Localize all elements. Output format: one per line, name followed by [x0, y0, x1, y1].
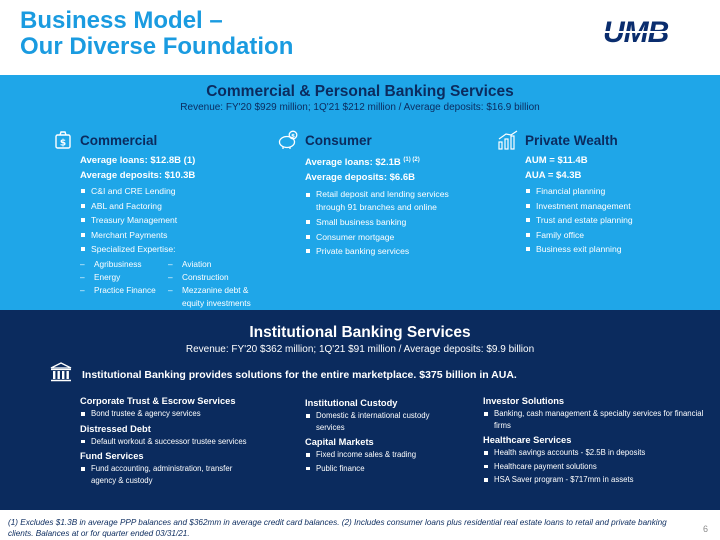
- consumer-avg-loans: Average loans: $2.1B (1) (2): [305, 153, 477, 170]
- page-title-line2: Our Diverse Foundation: [20, 33, 294, 60]
- institutional-custody-heading: Institutional Custody: [305, 398, 398, 408]
- list-item: Domestic & international custody service…: [305, 410, 435, 433]
- list-item: Investment management: [525, 199, 697, 214]
- fund-services-heading: Fund Services: [80, 451, 144, 461]
- institutional-tagline-row: Institutional Banking provides solutions…: [50, 362, 517, 387]
- list-item: Banking, cash management & specialty ser…: [483, 408, 708, 431]
- commercial-avg-loans: Average loans: $12.8B (1): [80, 155, 196, 166]
- commercial-personal-title: Commercial & Personal Banking Services: [206, 83, 514, 100]
- distressed-debt-heading: Distressed Debt: [80, 423, 151, 434]
- list-item: Treasury Management: [80, 213, 272, 228]
- svg-text:$: $: [291, 133, 295, 139]
- page-number: 6: [702, 524, 708, 534]
- money-bag-icon: $: [52, 129, 74, 151]
- consumer-avg-deposits: Average deposits: $6.6B: [305, 172, 415, 184]
- capital-markets-heading: Capital Markets: [305, 437, 374, 447]
- institutional-column-3: Investor Solutions Banking, cash managem…: [483, 394, 708, 488]
- list-item: Private banking services: [305, 244, 475, 259]
- expertise-item: Practice Finance: [80, 284, 168, 297]
- logo-stripe: [603, 31, 703, 33]
- list-item: HSA Saver program - $717mm in assets: [483, 474, 708, 486]
- list-item: Public finance: [305, 463, 465, 475]
- healthcare-services-heading: Healthcare Services: [483, 435, 572, 445]
- consumer-column: $ Consumer Average loans: $2.1B (1) (2) …: [277, 129, 477, 259]
- list-item: Bond trustee & agency services: [80, 408, 270, 420]
- list-item: Fixed income sales & trading: [305, 449, 465, 461]
- commercial-personal-section: Commercial & Personal Banking Services R…: [0, 75, 720, 310]
- list-item: Health savings accounts - $2.5B in depos…: [483, 447, 708, 459]
- list-item: Family office: [525, 228, 697, 243]
- list-item: Business exit planning: [525, 242, 697, 257]
- list-item: ABL and Factoring: [80, 199, 272, 214]
- commercial-column: $ Commercial Average loans: $12.8B (1) A…: [52, 131, 272, 310]
- institutional-column-1: Corporate Trust & Escrow Services Bond t…: [80, 394, 270, 488]
- expertise-item: Energy: [80, 271, 168, 284]
- private-wealth-title: Private Wealth: [525, 132, 618, 148]
- list-item: Trust and estate planning: [525, 213, 697, 228]
- commercial-avg-deposits: Average deposits: $10.3B: [80, 170, 196, 181]
- corporate-trust-heading: Corporate Trust & Escrow Services: [80, 396, 236, 406]
- piggy-bank-icon: $: [277, 129, 299, 151]
- list-item: Consumer mortgage: [305, 230, 475, 245]
- consumer-avg-loans-text: Average loans: $2.1B: [305, 157, 401, 169]
- institutional-tagline: Institutional Banking provides solutions…: [82, 368, 517, 381]
- private-wealth-column: Private Wealth AUM = $11.4B AUA = $4.3B …: [497, 129, 697, 257]
- umb-logo: UMB: [603, 18, 703, 48]
- list-item: Financial planning: [525, 184, 697, 199]
- page-title: Business Model – Our Diverse Foundation: [20, 8, 293, 60]
- list-item: Retail deposit and lending services thro…: [305, 188, 475, 213]
- page-title-line1: Business Model –: [20, 7, 223, 34]
- svg-text:$: $: [60, 139, 66, 149]
- expertise-item: Mezzanine debt & equity investments: [168, 284, 258, 310]
- growth-chart-icon: [497, 129, 519, 151]
- commercial-personal-subtitle: Revenue: FY'20 $929 million; 1Q'21 $212 …: [180, 102, 540, 113]
- list-item: Healthcare payment solutions: [483, 461, 708, 473]
- investor-solutions-heading: Investor Solutions: [483, 396, 565, 406]
- list-item: Default workout & successor trustee serv…: [80, 436, 270, 448]
- institutional-subtitle: Revenue: FY'20 $362 million; 1Q'21 $91 m…: [185, 344, 535, 355]
- institutional-column-2: Institutional Custody Domestic & interna…: [305, 396, 465, 476]
- expertise-item: Construction: [168, 271, 258, 284]
- expertise-item: Agribusiness: [80, 258, 168, 271]
- list-item: Specialized Expertise:: [80, 242, 272, 257]
- institutional-title: Institutional Banking Services: [249, 324, 471, 341]
- list-item: Small business banking: [305, 215, 475, 230]
- list-item: C&I and CRE Lending: [80, 184, 272, 199]
- private-wealth-aua: AUA = $4.3B: [525, 170, 582, 181]
- list-item: Merchant Payments: [80, 228, 272, 243]
- footnote: (1) Excludes $1.3B in average PPP balanc…: [8, 518, 667, 538]
- bank-building-icon: [50, 362, 72, 387]
- private-wealth-aum: AUM = $11.4B: [525, 155, 588, 166]
- footnote-marker: (1) (2): [403, 157, 420, 163]
- list-item: Fund accounting, administration, transfe…: [80, 463, 255, 486]
- commercial-title: Commercial: [80, 132, 158, 148]
- institutional-section: Institutional Banking Services Revenue: …: [0, 310, 720, 510]
- consumer-title: Consumer: [305, 132, 372, 148]
- expertise-item: Aviation: [168, 258, 258, 271]
